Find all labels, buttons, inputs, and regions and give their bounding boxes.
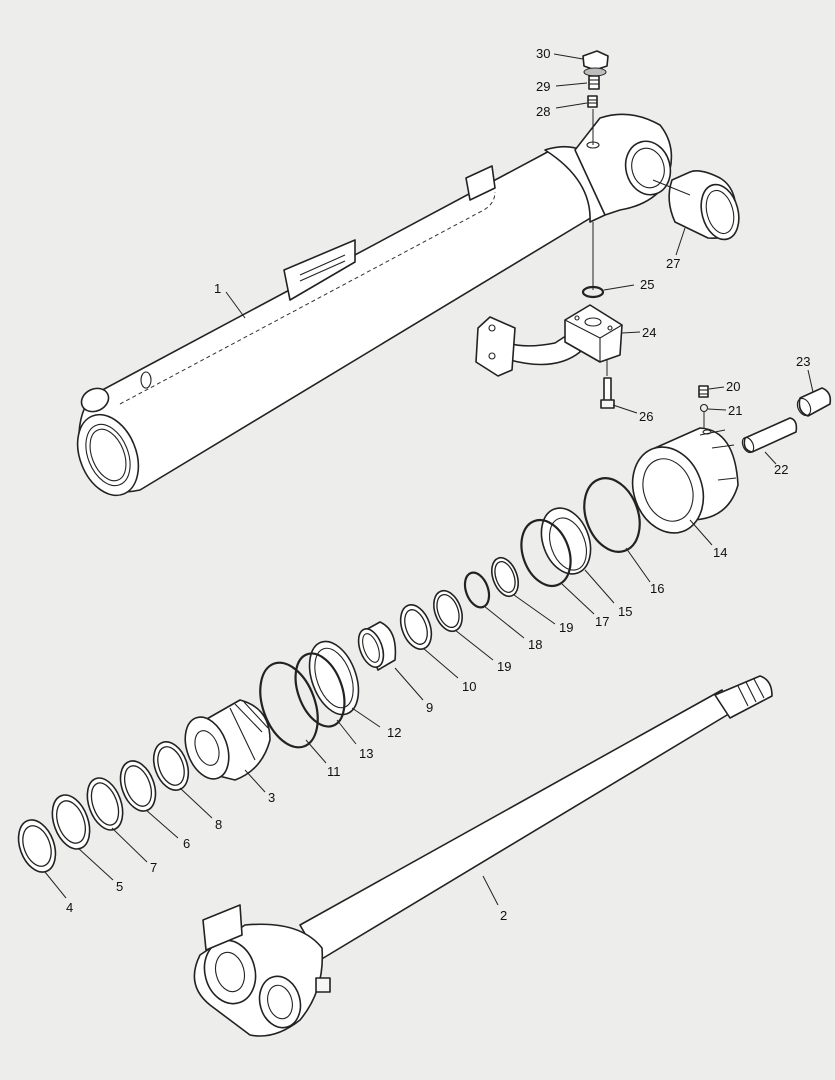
gland-14 xyxy=(631,427,739,546)
callout-29: 29 xyxy=(536,79,550,94)
callout-26: 26 xyxy=(639,409,653,424)
pipe-block-assembly xyxy=(475,222,641,414)
callout-27: 27 xyxy=(666,256,680,271)
callout-14: 14 xyxy=(713,545,727,560)
piston-seals-11-13 xyxy=(259,640,381,764)
callout-13: 13 xyxy=(359,746,373,761)
cylinder-tube xyxy=(76,113,673,497)
bushing-27 xyxy=(652,170,740,256)
callout-16: 16 xyxy=(650,581,664,596)
callout-24: 24 xyxy=(642,325,656,340)
piston-rod-2 xyxy=(193,675,773,1037)
callout-17: 17 xyxy=(595,614,609,629)
callout-3: 3 xyxy=(268,790,275,805)
callout-28: 28 xyxy=(536,104,550,119)
callout-22: 22 xyxy=(774,462,788,477)
piston-3 xyxy=(184,699,271,793)
callout-20: 20 xyxy=(726,379,740,394)
callout-9: 9 xyxy=(426,700,433,715)
callout-2: 2 xyxy=(500,908,507,923)
callout-1: 1 xyxy=(214,281,221,296)
callout-21: 21 xyxy=(728,403,742,418)
pin-parts xyxy=(698,369,832,465)
callout-10: 10 xyxy=(462,679,476,694)
callout-5: 5 xyxy=(116,879,123,894)
relief-plug-assembly xyxy=(553,50,609,145)
callout-8: 8 xyxy=(215,817,222,832)
callout-19-lower: 19 xyxy=(497,659,511,674)
callout-11: 11 xyxy=(327,764,341,779)
callout-15: 15 xyxy=(618,604,632,619)
callout-25: 25 xyxy=(640,277,654,292)
callout-12: 12 xyxy=(387,725,401,740)
piston-rings-9-10 xyxy=(357,604,459,701)
callout-4: 4 xyxy=(66,900,73,915)
callout-6: 6 xyxy=(183,836,190,851)
callout-19-upper: 19 xyxy=(559,620,573,635)
callout-30: 30 xyxy=(536,46,550,61)
callout-23: 23 xyxy=(796,354,810,369)
callout-7: 7 xyxy=(150,860,157,875)
callout-labels: 1 2 3 4 5 6 7 8 9 10 11 12 13 14 15 16 1… xyxy=(66,46,810,923)
rod-seals-4-8 xyxy=(17,741,213,899)
callout-18: 18 xyxy=(528,637,542,652)
gland-seals xyxy=(433,477,651,661)
